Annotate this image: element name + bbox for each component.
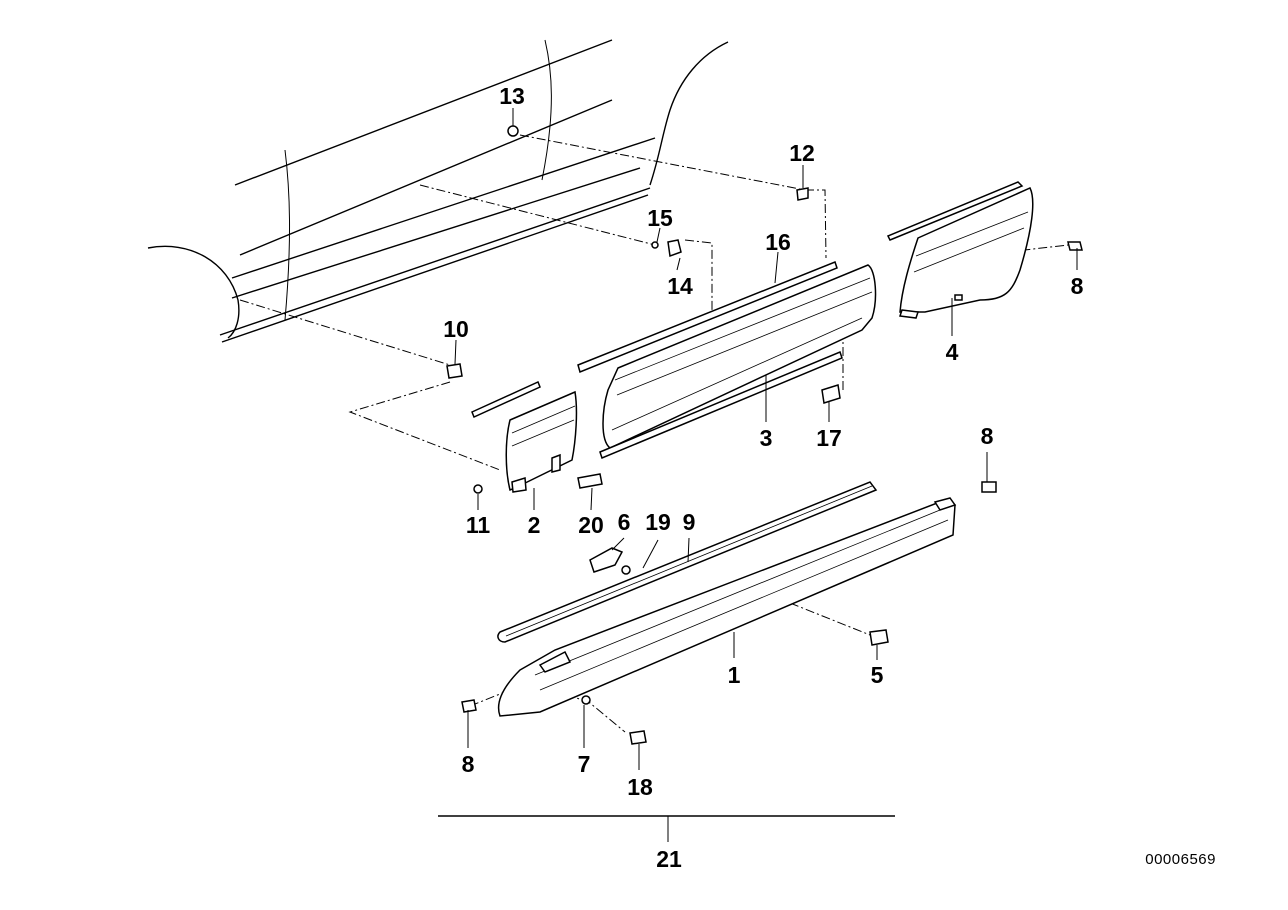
part-8c-screw [461, 699, 477, 713]
part-20-badge [577, 473, 603, 489]
label-5: 5 [871, 662, 884, 688]
label-7: 7 [578, 751, 591, 777]
part-6-bracket [589, 547, 624, 573]
label-19: 19 [645, 509, 671, 535]
label-2: 2 [528, 512, 541, 538]
part-19-clip [621, 565, 631, 575]
part-13-clip [507, 125, 519, 137]
part-14-clip [667, 239, 682, 258]
part-3-door-moulding [602, 264, 877, 449]
label-11: 11 [466, 512, 491, 538]
fasteners [446, 125, 1083, 745]
part-7-washer [581, 695, 591, 705]
part-9-rocker-strip [497, 481, 878, 643]
part-8b-screw [981, 481, 997, 493]
label-3: 3 [760, 425, 773, 451]
part-10-clip [446, 363, 463, 379]
part-2-front-trim [471, 380, 578, 493]
part-11-screw [473, 484, 483, 494]
label-18: 18 [627, 774, 653, 800]
label-12: 12 [789, 140, 815, 166]
part-18-screw [629, 730, 647, 745]
label-20: 20 [578, 512, 604, 538]
part-5-clip [869, 629, 889, 646]
label-16: 16 [765, 229, 791, 255]
part-17-clip [821, 384, 841, 404]
label-10: 10 [443, 316, 469, 342]
label-leaders [438, 108, 1078, 842]
part-16-trim-strip [577, 261, 838, 374]
label-14: 14 [667, 273, 693, 299]
part-8a-screw [1067, 241, 1083, 251]
label-21: 21 [656, 846, 682, 872]
part-4-rear-trim [886, 181, 1034, 319]
label-1: 1 [728, 662, 741, 688]
label-17: 17 [816, 425, 842, 451]
reference-number: 00006569 [1145, 851, 1216, 868]
label-13: 13 [499, 83, 525, 109]
part-12-clip [796, 187, 809, 201]
label-8c: 8 [462, 751, 475, 777]
label-9: 9 [683, 509, 696, 535]
part-15-clip [651, 241, 659, 249]
label-6: 6 [618, 509, 631, 535]
label-8b: 8 [981, 423, 994, 449]
part-1-sill-cover [497, 497, 957, 717]
label-4: 4 [946, 339, 959, 365]
label-8a: 8 [1071, 273, 1084, 299]
car-body-outline [147, 39, 729, 343]
label-15: 15 [647, 205, 673, 231]
part-labels: 13 12 15 16 14 8 10 4 3 17 8 11 2 20 6 1… [443, 83, 1216, 872]
part-3-lower-strip [599, 350, 843, 460]
